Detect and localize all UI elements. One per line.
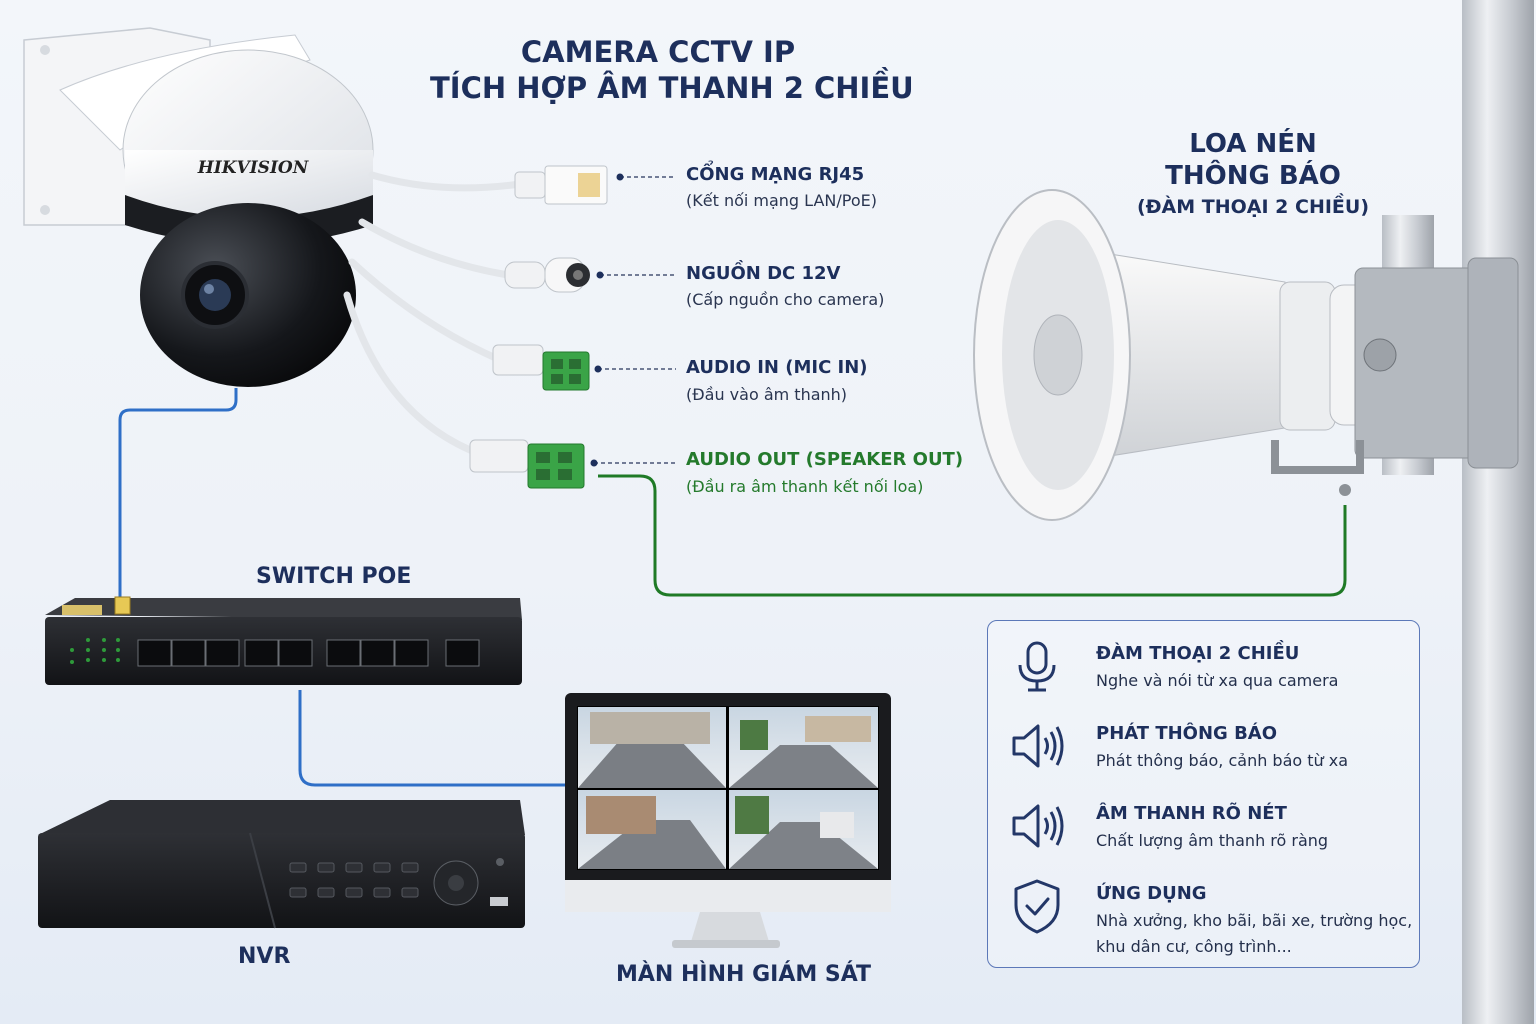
nvr-label: NVR [238, 944, 291, 969]
camera-brand-label: HIKVISION [197, 158, 310, 178]
port-audio-in-desc: (Đầu vào âm thanh) [686, 385, 848, 404]
leader-lines [594, 176, 676, 464]
port-audio-out-title: AUDIO OUT (SPEAKER OUT) [686, 449, 964, 470]
feature-desc: Nghe và nói từ xa qua camera [1096, 671, 1339, 690]
speaker-title-line-2: THÔNG BÁO [1165, 161, 1341, 191]
horn-speaker [973, 189, 1519, 521]
switch-ports [137, 639, 480, 667]
port-dc-desc: (Cấp nguồn cho camera) [686, 290, 885, 309]
port-dc-title: NGUỒN DC 12V [686, 263, 841, 284]
speaker-icon [1012, 724, 1064, 768]
port-rj45-title: CỔNG MẠNG RJ45 [686, 164, 865, 185]
microphone-icon [1018, 641, 1056, 692]
camera-cables [343, 171, 524, 454]
feature-panel: ĐÀM THOẠI 2 CHIỀU Nghe và nói từ xa qua … [987, 620, 1420, 968]
feature-title: ỨNG DỤNG [1096, 883, 1207, 904]
rj45-connector [514, 165, 608, 205]
feature-desc-line-2: khu dân cư, công trình... [1096, 937, 1292, 956]
speaker-cable [598, 474, 1347, 597]
title-line-1: CAMERA CCTV IP [520, 35, 796, 69]
audio-out-terminal [469, 439, 585, 489]
ptz-camera: HIKVISION [122, 49, 374, 387]
switch-label: SWITCH POE [256, 564, 412, 589]
network-cables [118, 388, 570, 787]
page-title: CAMERA CCTV IP TÍCH HỢP ÂM THANH 2 CHIỀU [430, 34, 914, 106]
speaker-title-line-1: LOA NÉN [1189, 129, 1317, 159]
monitor [565, 693, 891, 948]
feature-desc-line-1: Nhà xưởng, kho bãi, bãi xe, trường học, [1096, 911, 1413, 930]
camera-feed-grid [578, 707, 878, 869]
title-line-2: TÍCH HỢP ÂM THANH 2 CHIỀU [430, 71, 914, 105]
speaker-title: LOA NÉN THÔNG BÁO [1130, 128, 1376, 192]
feature-desc: Chất lượng âm thanh rõ ràng [1096, 831, 1329, 850]
nvr-recorder [38, 800, 525, 929]
feature-desc: Phát thông báo, cảnh báo từ xa [1096, 751, 1349, 770]
port-audio-out-desc: (Đầu ra âm thanh kết nối loa) [686, 477, 924, 496]
poe-switch [45, 596, 522, 685]
speaker-icon [1012, 804, 1064, 848]
port-rj45-desc: (Kết nối mạng LAN/PoE) [686, 191, 877, 210]
feature-title: PHÁT THÔNG BÁO [1096, 723, 1278, 744]
port-audio-in-title: AUDIO IN (MIC IN) [686, 357, 868, 378]
feature-title: ĐÀM THOẠI 2 CHIỀU [1096, 643, 1300, 664]
shield-check-icon [1014, 879, 1060, 934]
monitor-label: MÀN HÌNH GIÁM SÁT [616, 962, 872, 987]
audio-in-terminal [492, 344, 590, 391]
speaker-subtitle: (ĐÀM THOẠI 2 CHIỀU) [1136, 196, 1370, 218]
dc-power-connector [504, 257, 590, 293]
leader-dots [590, 173, 624, 467]
feature-title: ÂM THANH RÕ NÉT [1096, 803, 1287, 824]
